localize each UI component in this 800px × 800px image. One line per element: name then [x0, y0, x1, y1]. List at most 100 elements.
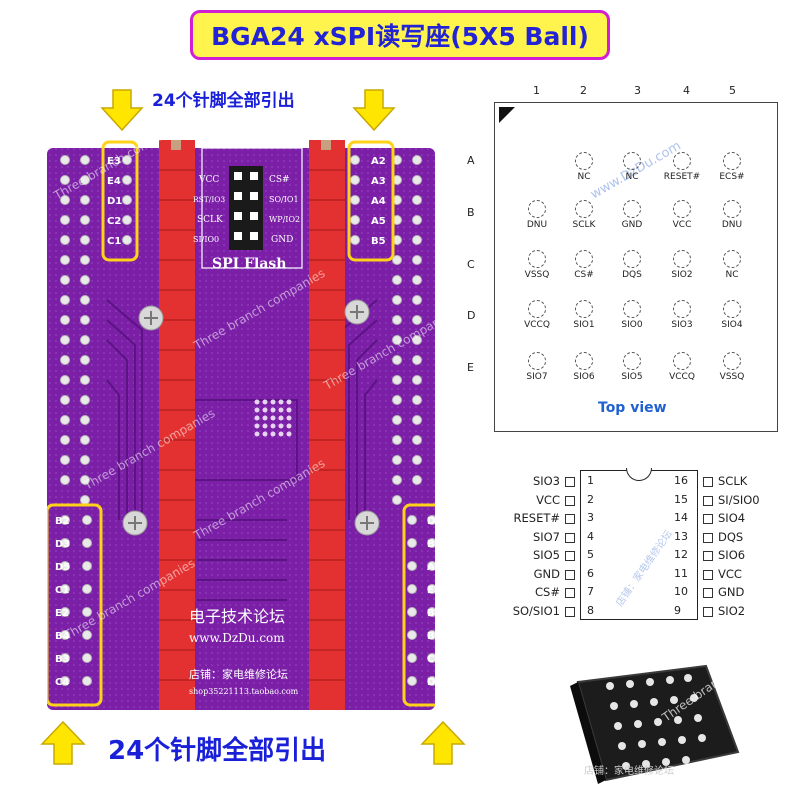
photo-watermark: 店铺：家电维修论坛: [584, 764, 674, 777]
bga-ball-label: SCLK: [572, 220, 596, 230]
bga-col-1: 1: [533, 84, 540, 97]
bga-ball: [623, 250, 641, 268]
soic-right-signal: SIO4: [718, 511, 746, 525]
soic-pin-pad: [565, 477, 575, 487]
bga-ball-label: SIO7: [526, 372, 548, 382]
soic-left-pin-number: 1: [587, 474, 594, 487]
soic-left-signal: SIO5: [532, 548, 560, 562]
tr-pin-4: A5: [371, 216, 386, 227]
bga-ball-label: VCCQ: [524, 320, 550, 330]
caption-top: 24个针脚全部引出: [152, 91, 295, 111]
bga-row-b: B: [467, 206, 475, 219]
bga-ball: [723, 250, 741, 268]
bga-ball: [528, 250, 546, 268]
soic-pin-pad: [703, 532, 713, 543]
soic-pin-pad: [703, 606, 713, 617]
socket-pin-l2: RST/IO3: [193, 195, 225, 204]
title-banner: BGA24 xSPI读写座(5X5 Ball): [190, 10, 610, 60]
bga-ball-label: DNU: [526, 220, 548, 230]
page-title: BGA24 xSPI读写座(5X5 Ball): [211, 22, 589, 51]
bga-ball: [623, 152, 641, 170]
soic-right-pin-number: 9: [674, 603, 681, 617]
socket-pin-r2: SO/IO1: [269, 195, 299, 204]
bga-col-4: 4: [683, 84, 690, 97]
socket-label: SPI Flash: [212, 256, 286, 272]
bl-pin-6: B4: [55, 631, 70, 642]
bga-ball-label: VSSQ: [719, 372, 745, 382]
bga-watermark: www.DzDu.com: [588, 138, 684, 203]
soic-right-pin-number: 13: [674, 529, 688, 543]
soic-left-pin-number: 7: [587, 585, 594, 598]
bga-chip-photo: 店铺：家电维修论坛 Three branch: [570, 664, 740, 784]
br-pin-3: A4: [427, 562, 435, 573]
bl-pin-2: D3: [55, 539, 70, 550]
soic-left-signal: SIO7: [532, 529, 560, 544]
bl-pin-5: E2: [55, 608, 69, 619]
tl-pin-4: C2: [107, 216, 121, 227]
bga-ball-label: RESET#: [663, 172, 701, 182]
tl-pin-1: E3: [107, 156, 121, 167]
bga-ball: [723, 152, 741, 170]
bga-ball-label: VCC: [672, 220, 692, 230]
bga-ball-label: SIO3: [671, 320, 693, 330]
bga-ball-label: SIO1: [573, 320, 595, 330]
bga-row-d: D: [467, 309, 476, 322]
top-view-label: Top view: [598, 400, 667, 416]
soic-pin-pad: [703, 588, 713, 598]
socket-pin-r4: GND: [271, 235, 293, 245]
socket-pin-r1: CS#: [269, 175, 290, 185]
bga-ball-label: VCCQ: [669, 372, 695, 382]
header-strip-right: [309, 140, 345, 710]
bl-pin-4: C1: [55, 585, 69, 596]
tr-pin-5: B5: [371, 236, 386, 247]
soic16-package: [580, 470, 698, 620]
bga-col-5: 5: [729, 84, 736, 97]
bl-pin-8: C4: [55, 677, 69, 688]
shop-url: shop35221113.taobao.com: [189, 687, 299, 696]
soic-left-pin-number: 6: [587, 566, 594, 580]
bga-ball-label: SIO6: [573, 372, 595, 382]
bga-ball: [623, 352, 641, 370]
soic-right-pin-number: 15: [674, 492, 688, 506]
highlight-bottom-left: [47, 503, 103, 707]
soic-left-signal: SO/SIO1: [512, 603, 560, 618]
bga-ball: [673, 300, 691, 318]
bl-pin-1: B2: [55, 516, 70, 527]
bga-ball: [528, 352, 546, 370]
bga-ball-label: CS#: [574, 270, 594, 280]
soic-left-pin-number: 3: [587, 511, 594, 524]
soic-pin-pad: [703, 477, 713, 487]
highlight-bottom-right: [402, 503, 435, 707]
br-pin-7: C3: [427, 654, 435, 665]
bga-ball-label: NC: [625, 172, 639, 182]
bga-ball: [575, 200, 593, 218]
soic-pin-pad: [565, 588, 575, 598]
bga-ball-label: ECS#: [719, 172, 745, 182]
arrow-down-right-icon: [352, 89, 396, 132]
bga-ball: [575, 152, 593, 170]
bga-row-a: A: [467, 154, 475, 167]
highlight-top-right: [347, 140, 395, 262]
bga-ball: [673, 200, 691, 218]
bga-ball: [528, 300, 546, 318]
bga-row-c: C: [467, 258, 475, 271]
soic-pin-pad: [565, 495, 575, 506]
tl-pin-3: D1: [107, 196, 122, 207]
forum-name: 电子技术论坛: [189, 607, 285, 626]
soic-left-signal: CS#: [535, 585, 560, 599]
br-pin-2: B4: [427, 539, 435, 550]
bga-ball: [673, 152, 691, 170]
screw-icon: [122, 299, 380, 536]
br-pin-4: E5: [427, 585, 435, 596]
soic-left-pin-number: 2: [587, 492, 594, 506]
soic-left-pin-number: 4: [587, 529, 594, 543]
bga-ball: [528, 200, 546, 218]
arrow-down-left-icon: [100, 89, 144, 132]
bga-col-3: 3: [634, 84, 641, 97]
bga-ball-label: SIO4: [721, 320, 743, 330]
bga-ball-label: NC: [725, 270, 739, 280]
bga-ball: [723, 200, 741, 218]
soic-right-pin-number: 14: [674, 511, 688, 524]
soic-left-signal: VCC: [536, 492, 560, 507]
tl-pin-2: E4: [107, 176, 121, 187]
